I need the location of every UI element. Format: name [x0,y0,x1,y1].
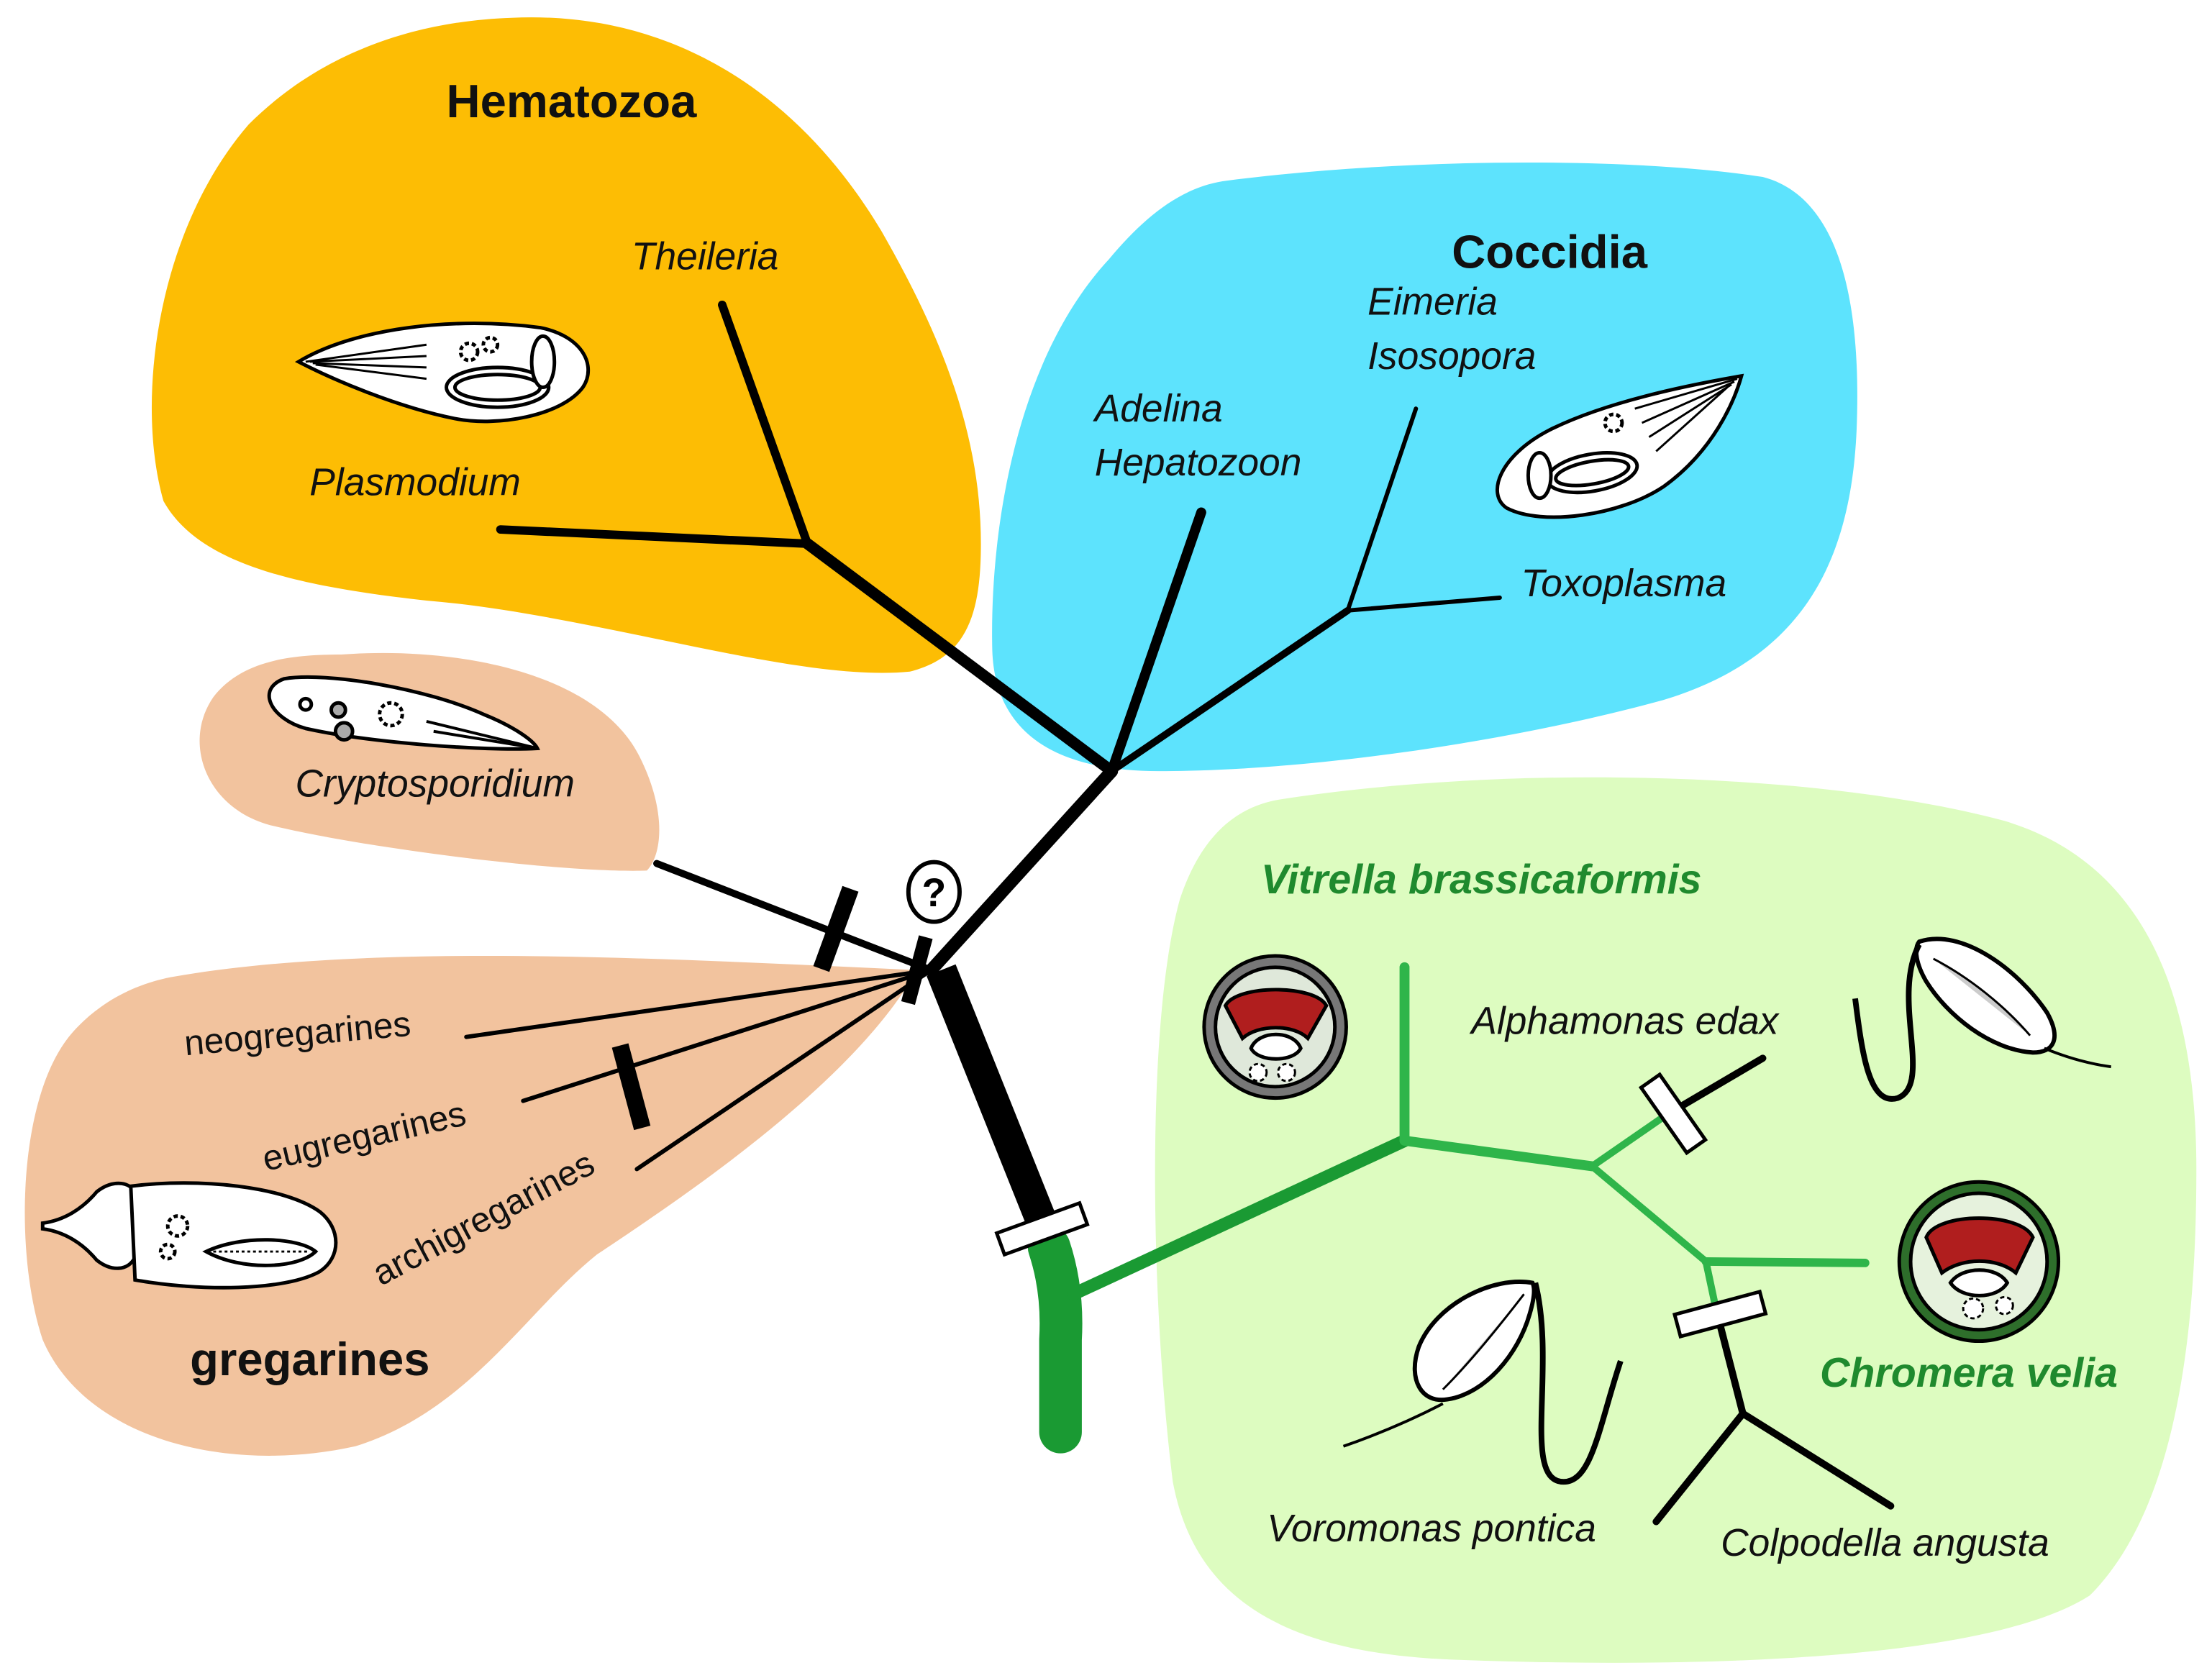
uncertain-marker: ? [906,860,962,924]
uncertain-marker-symbol: ? [921,870,946,915]
plastid-loss-marker-gregarines [611,1043,651,1131]
labels: Hematozoa Coccidia gregarines Theileria … [183,75,2118,1564]
branch-eugregarines [521,967,934,1103]
branch-theileria [717,300,812,548]
branch-voromonas [1652,1410,1747,1526]
taxon-label-hepatozoon: Hepatozoon [1095,442,1302,484]
taxon-label-voromonas: Voromonas pontica [1267,1508,1596,1550]
coccidia-cell-icon [1496,373,1744,519]
taxon-label-isosopora: Isosopora [1367,335,1536,378]
taxon-label-colpodella: Colpodella angusta [1721,1522,2049,1564]
clade-label-coccidia: Coccidia [1452,226,1648,278]
gregarine-cell-icon [40,1181,338,1290]
uncertain-marker-circle [906,860,962,924]
branch-adelina [1106,507,1206,777]
chromera-cyst-icon [1897,1180,2061,1344]
branch-green-stem [1067,1134,1411,1301]
branch-colpodella [1739,1410,1895,1510]
alphamonas-cell-icon [1852,936,2111,1102]
taxon-label-toxoplasma: Toxoplasma [1521,562,1727,605]
photosynthesis-loss-marker-alphamonas [1638,1072,1708,1156]
branch-colpodellid-green [1702,1257,1720,1313]
taxon-label-alphamonas: Alphamonas edax [1469,1000,1780,1043]
branch-hematozoa-stem [801,537,1118,777]
taxon-label-vitrella: Vitrella brassicaformis [1261,857,1702,903]
plastid-loss-marker-cryptosporidium [813,885,859,972]
branch-neogregarines [464,967,934,1039]
cryptosporidium-cell-icon [267,675,540,751]
taxon-label-eimeria: Eimeria [1367,281,1498,324]
cryptosporidium-region [199,652,660,871]
branch-eimeria [1345,406,1419,613]
branch-coccidia-stem [1108,606,1352,775]
voromonas-cell-icon [1342,1280,1624,1485]
taxon-label-theileria: Theileria [632,235,779,278]
branch-main-upper [924,765,1119,977]
branch-archigregarines [634,967,934,1172]
branch-chromera [1701,1257,1870,1267]
clade-label-hematozoa: Hematozoa [447,75,698,127]
branch-green-root [1027,1226,1083,1454]
taxon-label-adelina: Adelina [1093,388,1223,430]
photosynthesis-loss-marker-apicomplexa [994,1200,1090,1257]
apicomplexa-branches [464,300,1502,1254]
branch-alphamonas-green [1588,1111,1670,1170]
event-markers: ? [611,860,1768,1339]
clade-label-gregarines: gregarines [190,1333,429,1385]
vitrella-cyst-icon [1202,954,1348,1100]
branch-plasmodium [496,525,812,548]
plastid-loss-marker-uncertain [901,935,933,1006]
branch-chromera-stem [1399,1135,1598,1172]
photosynthesis-loss-marker-colpodellids [1672,1289,1768,1339]
taxon-label-plasmodium: Plasmodium [309,462,521,504]
branch-chromera-mid [1588,1162,1710,1265]
branch-cryptosporidium [653,860,935,974]
branch-toxoplasma [1345,596,1502,613]
hematozoa-cell-icon [294,322,591,424]
taxon-label-cryptosporidium: Cryptosporidium [296,763,575,806]
gregarines-region [24,955,917,1456]
taxon-label-chromera: Chromera velia [1820,1350,2118,1396]
branch-main-lower [927,964,1067,1254]
coccidia-region [992,162,1857,772]
